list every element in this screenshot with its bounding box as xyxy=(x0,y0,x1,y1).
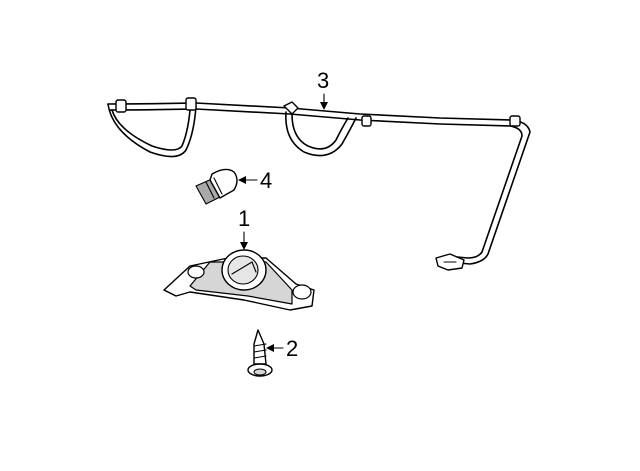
wiring-harness-part-3 xyxy=(107,97,531,271)
lamp-housing-part-1 xyxy=(163,249,315,311)
screw-part-2 xyxy=(247,329,273,377)
callout-4-label: 4 xyxy=(260,168,272,193)
callout-3: 3 xyxy=(317,68,329,110)
callout-2-label: 2 xyxy=(286,336,298,361)
callout-2: 2 xyxy=(266,336,298,361)
callout-1: 1 xyxy=(238,206,250,250)
callout-4: 4 xyxy=(238,168,272,193)
bulb-part-4 xyxy=(195,168,238,205)
callout-1-label: 1 xyxy=(238,206,250,231)
callout-3-label: 3 xyxy=(317,68,329,93)
